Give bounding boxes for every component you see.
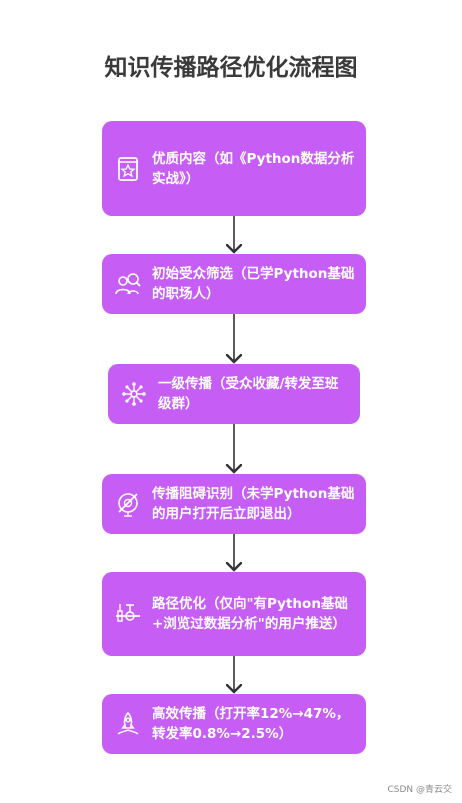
flow-node-label: 路径优化（仅向"有Python基础+浏览过数据分析"的用户推送） [152,596,348,632]
flow-node-label: 高效传播（打开率12%→47%，转发率0.8%→2.5%） [152,706,350,742]
network-spread-icon [122,382,146,406]
flow-node-label: 初始受众筛选（已学Python基础的职场人） [152,266,355,302]
flow-node-label: 传播阻碍识别（未学Python基础的用户打开后立即退出） [152,486,355,522]
watermark: CSDN @青云交 [387,785,452,795]
page-title: 知识传播路径优化流程图 [104,55,358,81]
flow-node-obstacle-identify: 传播阻碍识别（未学Python基础的用户打开后立即退出） [102,474,366,534]
flow-node-audience-filter: 初始受众筛选（已学Python基础的职场人） [102,254,366,314]
flow-node-label: 优质内容（如《Python数据分析实战》） [152,150,355,187]
flow-node-efficient-spread: 高效传播（打开率12%→47%，转发率0.8%→2.5%） [102,694,366,754]
flow-node-first-spread: 一级传播（受众收藏/转发至班级群） [108,364,360,424]
users-search-icon [115,273,141,295]
blocked-eye-icon [118,493,138,517]
flow-node-path-optimize: 路径优化（仅向"有Python基础+浏览过数据分析"的用户推送） [102,572,366,656]
book-star-icon [118,156,138,181]
flow-node-quality-content: 优质内容（如《Python数据分析实战》） [102,121,366,216]
flow-node-label: 一级传播（受众收藏/转发至班级群） [158,376,339,412]
rocket-icon [117,711,139,735]
pipe-valve-icon [116,604,140,622]
